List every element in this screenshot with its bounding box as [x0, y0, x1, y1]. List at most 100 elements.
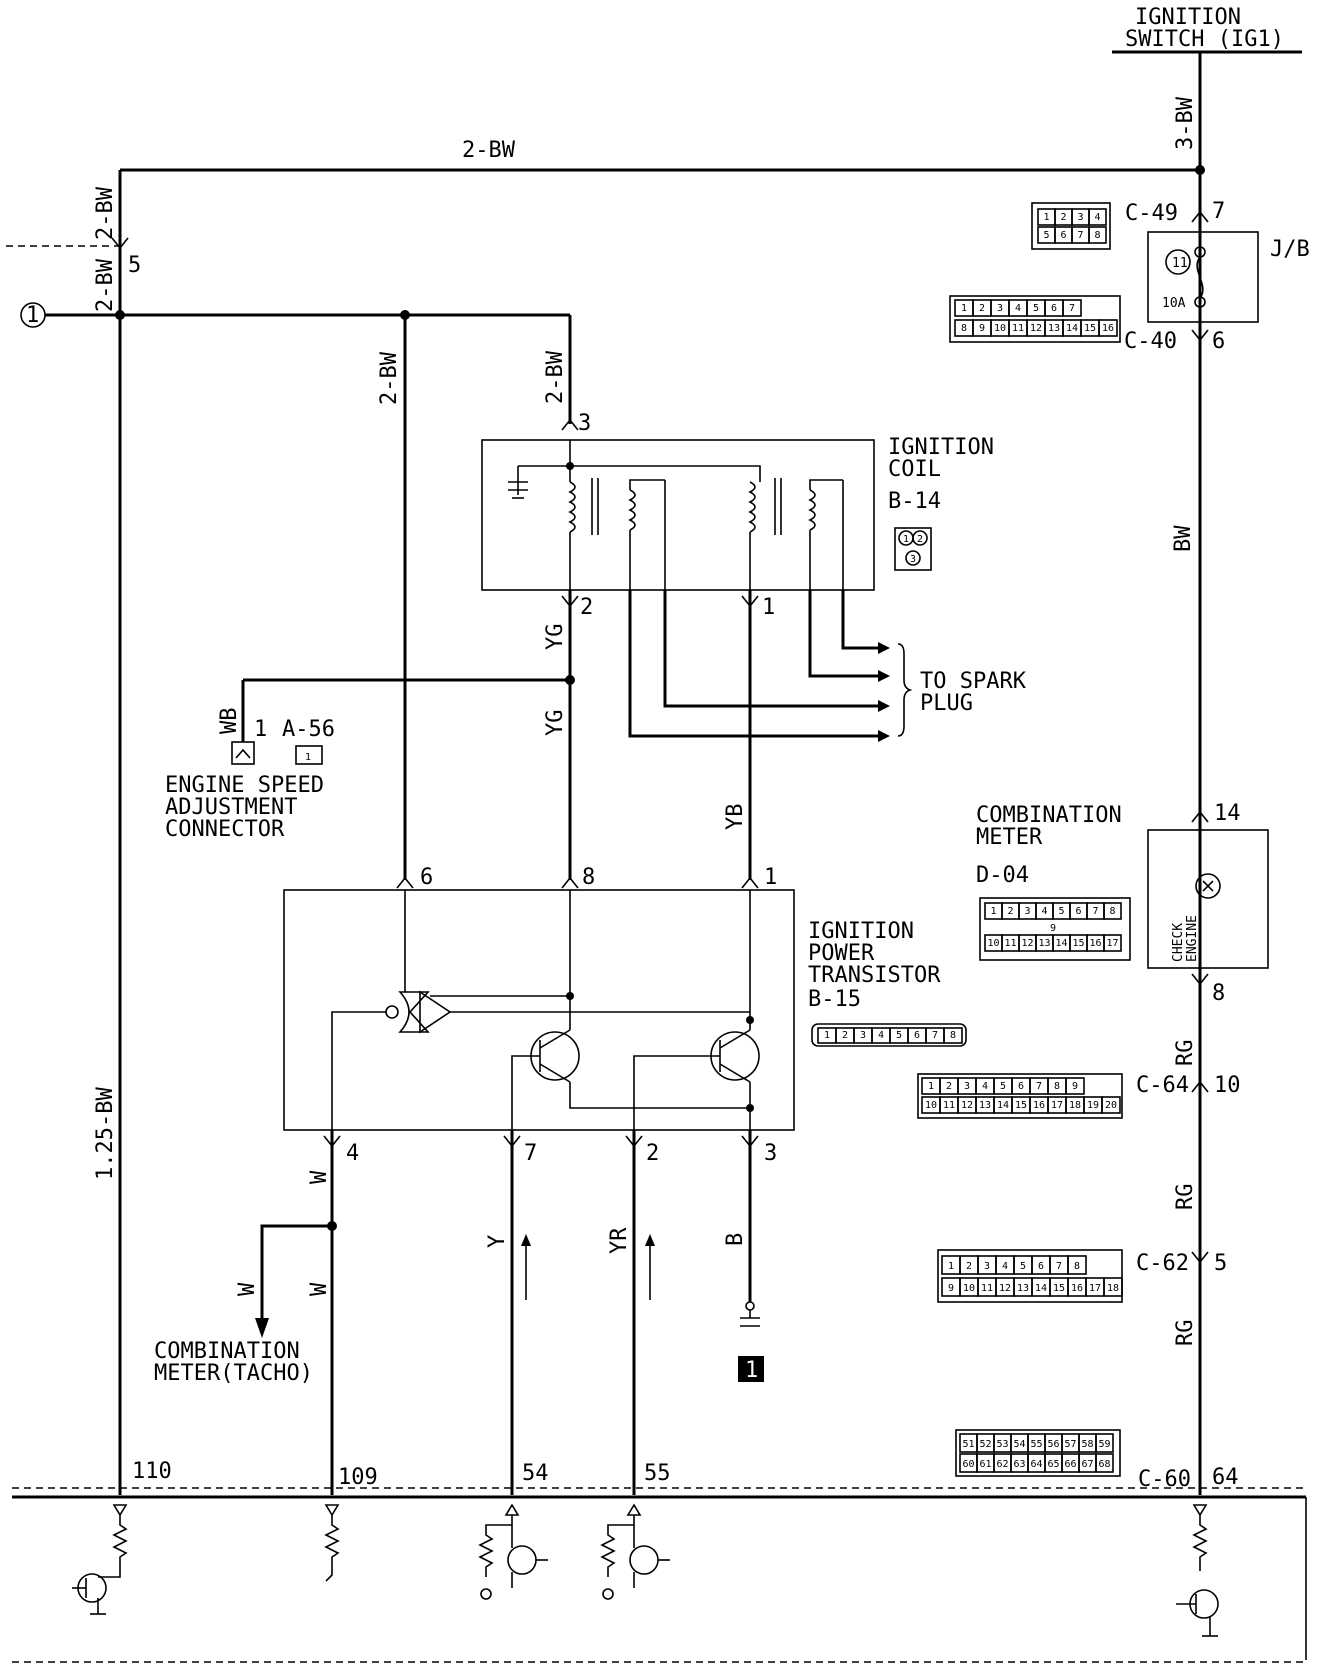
engine-speed-label-3: CONNECTOR	[165, 817, 285, 842]
not-gate	[419, 990, 452, 1034]
pin-cell-label: 8	[950, 1030, 956, 1041]
pin-cell-label: 52	[979, 1439, 991, 1450]
ignition-switch-label: IGNITION	[1135, 5, 1241, 30]
pin-coil-1: 1	[762, 595, 775, 620]
pin-cell-label: 4	[1041, 906, 1047, 917]
pin-cell-label: 5	[1020, 1261, 1026, 1272]
ecu-transistor-54	[507, 1545, 537, 1575]
pin-cell-label: 6	[1051, 303, 1057, 314]
spark-lead-4	[628, 590, 880, 738]
power-transistor-label-3: TRANSISTOR	[808, 963, 941, 988]
to-spark-plug-label-2: PLUG	[920, 691, 973, 716]
wire-label-b: B	[723, 1233, 748, 1246]
pin-cell-label: 2	[966, 1261, 972, 1272]
pin-cell-label: 16	[1071, 1283, 1083, 1294]
wire-label-left-2bw-a: 2-BW	[93, 186, 118, 240]
pin-cell-label: 63	[1013, 1459, 1025, 1470]
pin-cell-label: 1	[824, 1030, 830, 1041]
wire-label-rg-2: RG	[1173, 1184, 1198, 1211]
wire-label-mid-2bw: 2-BW	[377, 351, 402, 405]
pin-cell-label: 54	[1013, 1439, 1025, 1450]
engine-speed-connector-box	[231, 741, 255, 765]
ignition-coil-label: IGNITION	[888, 435, 994, 460]
power-transistor-box	[283, 889, 795, 1131]
not-gate-body	[398, 991, 430, 1033]
pin-cell-label: 4	[1015, 303, 1021, 314]
pin-cell-label: 8	[961, 323, 967, 334]
fuse-terminal	[1194, 296, 1206, 308]
pin-cell-label: 12	[1021, 938, 1033, 949]
ignition-coil-box	[481, 439, 875, 591]
pin-meter-14: 14	[1214, 801, 1241, 826]
wire-label-yb: YB	[723, 804, 748, 831]
wire-label-bw: BW	[1171, 525, 1196, 552]
pin-c64: 10	[1214, 1073, 1241, 1098]
pin-cell-label: 3	[910, 554, 916, 565]
pin-cell-label: 12	[1030, 323, 1042, 334]
pin-cell-label: 66	[1064, 1459, 1076, 1470]
coil-secondary-1	[628, 489, 636, 531]
pin-cell-label: 12	[999, 1283, 1011, 1294]
power-transistor-label-2: POWER	[808, 941, 875, 966]
pin-cell-label: 15	[1084, 323, 1096, 334]
b15-connector-face	[811, 1023, 967, 1047]
lamp-filament	[1202, 880, 1214, 892]
pin-cell	[1062, 299, 1082, 317]
pin-cell	[1098, 319, 1118, 337]
pin-cell-label: 14	[1055, 938, 1067, 949]
pin-cell-label: 5	[896, 1030, 902, 1041]
pin-cell-label: 1	[903, 534, 909, 545]
pin-cell-label: 6	[1060, 230, 1066, 241]
pin-left-5: 5	[128, 253, 141, 278]
pin-cell-label: 1	[948, 1261, 954, 1272]
combination-meter-label-2: METER	[976, 825, 1043, 850]
ecu-terminal-55	[602, 1588, 614, 1600]
pin-cell-label: 11	[1004, 938, 1016, 949]
pin-cell-label: 11	[943, 1100, 955, 1111]
pin-cell	[1088, 226, 1107, 244]
transistor-1-collector	[539, 1029, 571, 1049]
ignition-coil-label-2: COIL	[888, 457, 941, 482]
pin-cell-label: 1	[1043, 212, 1049, 223]
pin-cell-label: 11	[981, 1283, 993, 1294]
pin-cell-label: 14	[1066, 323, 1078, 334]
check-engine-label-2: ENGINE	[1185, 915, 1200, 962]
wire-label-wb: WB	[217, 708, 242, 735]
pin-cell	[1095, 1433, 1114, 1453]
pin-cell	[905, 550, 921, 566]
pin-cell-label: 15	[1053, 1283, 1065, 1294]
spark-plug-brace	[897, 643, 913, 737]
pin-cell-label: 10	[963, 1283, 975, 1294]
pin-cell	[943, 1027, 963, 1044]
pin-cell-label: 8	[1074, 1261, 1080, 1272]
pin-cell-label: 13	[1017, 1283, 1029, 1294]
pin-pt-8: 8	[582, 865, 595, 890]
connector-arrow	[561, 418, 579, 431]
pin-cell-label: 60	[962, 1459, 974, 1470]
check-engine-label: CHECK	[1171, 923, 1186, 962]
transistor-2-emitter	[719, 1063, 751, 1083]
pin-meter-8: 8	[1212, 981, 1225, 1006]
pin-cell-label: 9	[948, 1283, 954, 1294]
pin-cell-label: 58	[1081, 1439, 1093, 1450]
arrow-head	[521, 1234, 531, 1246]
wire-label-rg-3: RG	[1173, 1320, 1198, 1347]
pin-cell	[1065, 1077, 1085, 1095]
pin-cell-label: 10	[987, 938, 999, 949]
pin-cell-label: 2	[842, 1030, 848, 1041]
arrow-head	[878, 730, 890, 742]
pin-cell-label: 64	[1030, 1459, 1042, 1470]
pin-cell-label: 17	[1089, 1283, 1101, 1294]
wire-label-w-2: W	[307, 1282, 332, 1296]
pin-cell-label: 65	[1047, 1459, 1059, 1470]
pin-cell-label: 3	[984, 1261, 990, 1272]
pin-cell-label: 2	[979, 303, 985, 314]
wire-label-left-2bw-b: 2-BW	[93, 258, 118, 312]
pin-cell-label: 20	[1105, 1100, 1117, 1111]
